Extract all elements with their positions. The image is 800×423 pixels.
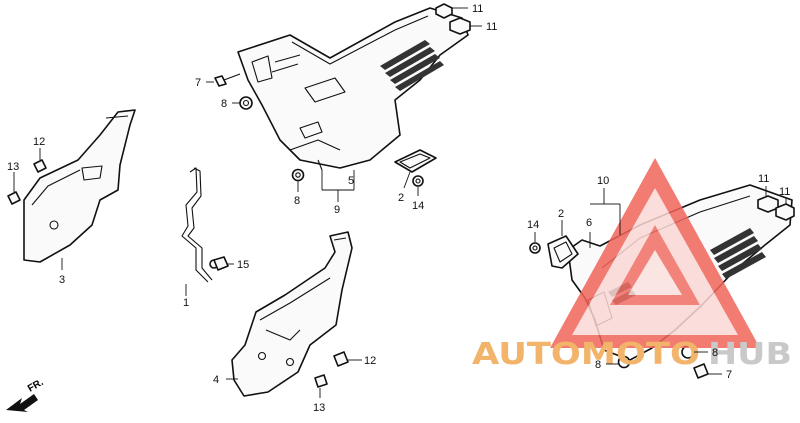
- grommet-14-upper: [412, 175, 424, 187]
- clip-11-top-b: [449, 17, 471, 35]
- clip-11-right-a: [757, 195, 779, 213]
- callout-2-a: 2: [398, 192, 404, 204]
- callout-8-d: 8: [712, 347, 718, 359]
- watermark-text-left: AUTOMOTO: [472, 337, 700, 372]
- rubber-pad-right: [547, 235, 579, 269]
- callout-4: 4: [213, 374, 219, 386]
- bracket-1: [181, 167, 219, 283]
- grommet-14-right: [529, 242, 541, 254]
- watermark-logo: [550, 158, 760, 348]
- callout-8-b: 8: [294, 195, 300, 207]
- callout-8-c: 8: [595, 359, 601, 371]
- bolt-12-left: [33, 159, 47, 173]
- watermark-text-right: HUB: [708, 337, 792, 372]
- callout-5: 5: [348, 175, 354, 187]
- vent-slots: [380, 40, 444, 91]
- bolt-12-lower: [333, 351, 349, 367]
- callout-14-b: 14: [527, 219, 539, 231]
- callout-7-b: 7: [726, 369, 732, 381]
- callout-11-c: 11: [758, 173, 769, 185]
- bolt-13-lower: [314, 374, 328, 388]
- callout-11-d: 11: [779, 186, 790, 198]
- callout-11-a: 11: [472, 3, 483, 15]
- callout-labels: 11 11 7 8 12 13 5 8 9 2 14 3 15 1 4 12 1…: [7, 3, 790, 414]
- side-cover-4: [231, 231, 353, 397]
- rubber-pad-upper: [394, 149, 437, 173]
- callout-2-b: 2: [558, 208, 564, 220]
- callout-1: 1: [183, 297, 189, 309]
- upper-side-cover: [237, 7, 469, 171]
- front-direction-marker: FR.: [6, 377, 46, 412]
- callout-13-b: 13: [313, 402, 325, 414]
- callout-8-a: 8: [221, 98, 227, 110]
- callout-10: 10: [597, 175, 609, 187]
- clip-11-top-a: [435, 3, 453, 19]
- callout-12-b: 12: [364, 355, 376, 367]
- bolt-7-upper: [214, 73, 241, 87]
- callout-3: 3: [59, 274, 65, 286]
- callout-9: 9: [334, 204, 340, 216]
- inner-cover-3: [23, 109, 136, 263]
- leader-lines: [13, 7, 787, 398]
- callout-12-a: 12: [33, 136, 45, 148]
- callout-15: 15: [237, 259, 249, 271]
- bolt-15: [213, 256, 229, 271]
- washer-8-mid: [291, 168, 305, 182]
- callout-11-b: 11: [486, 21, 497, 33]
- direction-label: FR.: [26, 377, 46, 395]
- bolt-13-left: [7, 191, 21, 205]
- callout-14-a: 14: [412, 200, 424, 212]
- washer-8-right-a: [617, 355, 631, 369]
- callout-13-a: 13: [7, 161, 19, 173]
- washer-8-upper: [239, 96, 253, 110]
- callout-6: 6: [586, 217, 592, 229]
- clip-11-right-b: [775, 203, 795, 221]
- callout-7-a: 7: [195, 77, 201, 89]
- arrow-icon: [6, 394, 38, 412]
